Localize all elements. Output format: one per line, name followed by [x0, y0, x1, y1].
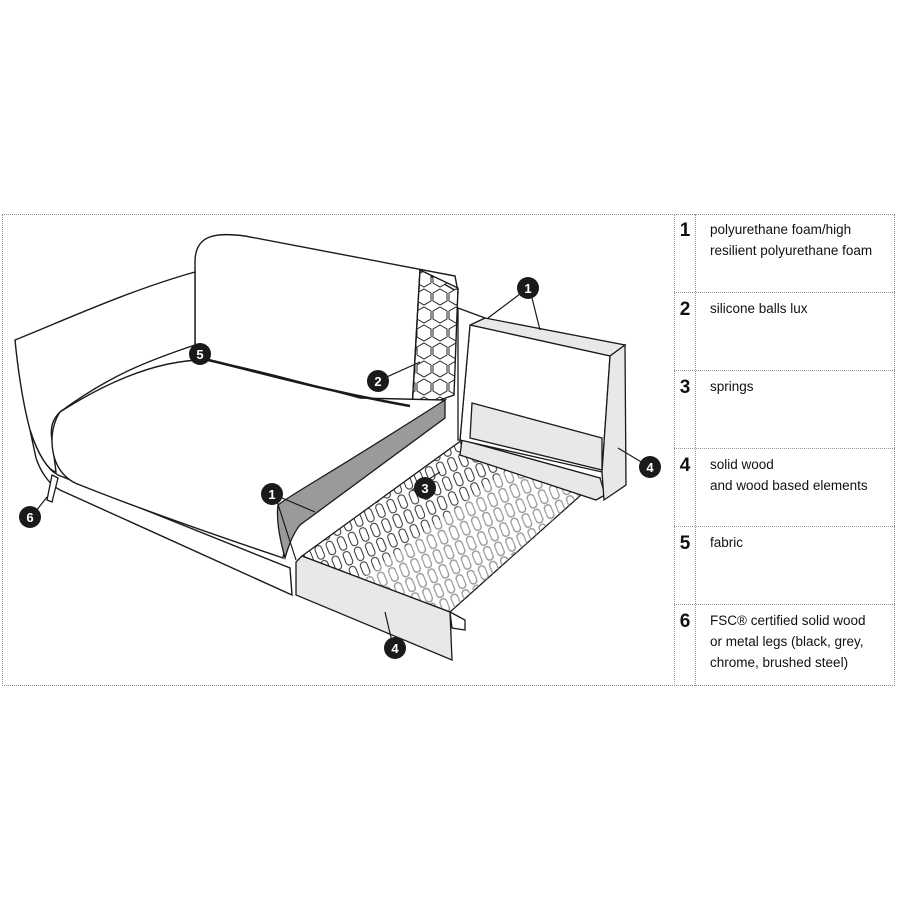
- callouts: 1 1 2 3 4 4 5 6: [19, 277, 661, 659]
- diagram-frame: [2, 214, 895, 686]
- front-rail-end: [449, 610, 466, 631]
- svg-text:1: 1: [524, 281, 531, 296]
- legend-number: 4: [674, 449, 696, 526]
- legend-number: 6: [674, 605, 696, 686]
- front-rail: [295, 555, 453, 661]
- legend-row: 2 silicone balls lux: [674, 292, 895, 370]
- callout-4-back: 4: [639, 456, 661, 478]
- back-hex-panel: [411, 268, 459, 412]
- back-frame-left: [457, 307, 487, 441]
- legend-number: 5: [674, 527, 696, 604]
- svg-text:2: 2: [374, 374, 381, 389]
- spring-bed-light: [360, 460, 600, 612]
- legend-number: 1: [674, 214, 696, 292]
- callout-1-seat: 1: [261, 483, 283, 505]
- legend-text: polyurethane foam/high resilient polyure…: [710, 222, 873, 258]
- callout-4-front: 4: [384, 637, 406, 659]
- legend-text: FSC® certified solid wood or metal legs …: [710, 613, 866, 670]
- sofa-body: [14, 233, 459, 597]
- callout-3: 3: [414, 477, 436, 499]
- svg-text:6: 6: [26, 510, 33, 525]
- legend-text: springs: [710, 379, 754, 394]
- sofa-base: [29, 429, 293, 597]
- legend-row: 5 fabric: [674, 526, 895, 604]
- legend-text: silicone balls lux: [710, 301, 808, 316]
- callout-5: 5: [189, 343, 211, 365]
- back-frame-side: [601, 343, 627, 502]
- legend-row: 4 solid wood and wood based elements: [674, 448, 895, 526]
- callout-2: 2: [367, 370, 389, 392]
- callout-6: 6: [19, 506, 41, 528]
- spring-frame: [295, 439, 606, 661]
- callout-1-top: 1: [517, 277, 539, 299]
- legend-row: 1 polyurethane foam/high resilient polyu…: [674, 214, 895, 292]
- legend-text: solid wood and wood based elements: [710, 457, 868, 493]
- svg-text:4: 4: [391, 641, 399, 656]
- svg-text:5: 5: [196, 347, 203, 362]
- side-rail: [459, 439, 606, 501]
- back-frame: [457, 307, 627, 502]
- legend-row: 6 FSC® certified solid wood or metal leg…: [674, 604, 895, 686]
- svg-text:4: 4: [646, 460, 654, 475]
- svg-text:3: 3: [421, 481, 428, 496]
- sofa-leg: [46, 474, 59, 503]
- legend-table: 1 polyurethane foam/high resilient polyu…: [674, 214, 895, 686]
- legend-number: 2: [674, 293, 696, 370]
- legend-text: fabric: [710, 535, 744, 550]
- foam-panel: [276, 398, 446, 561]
- legend-row: 3 springs: [674, 370, 895, 448]
- svg-text:1: 1: [268, 487, 275, 502]
- legend-number: 3: [674, 371, 696, 448]
